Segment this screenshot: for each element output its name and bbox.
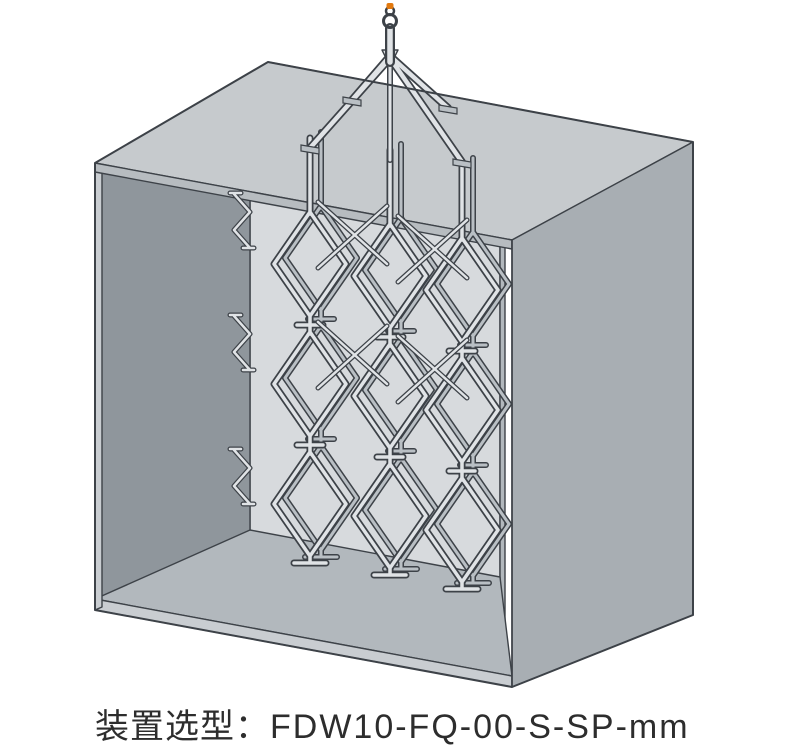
caption-model-code: FDW10-FQ-00-S-SP-mm bbox=[270, 708, 690, 746]
hook-tip bbox=[386, 3, 394, 9]
caption-label: 装置选型： bbox=[95, 708, 270, 746]
left-slab-edge bbox=[94, 162, 103, 611]
caption: 装置选型：FDW10-FQ-00-S-SP-mm bbox=[95, 699, 690, 748]
lifting-hook-icon bbox=[382, 3, 398, 29]
lifting-yoke bbox=[300, 3, 472, 169]
